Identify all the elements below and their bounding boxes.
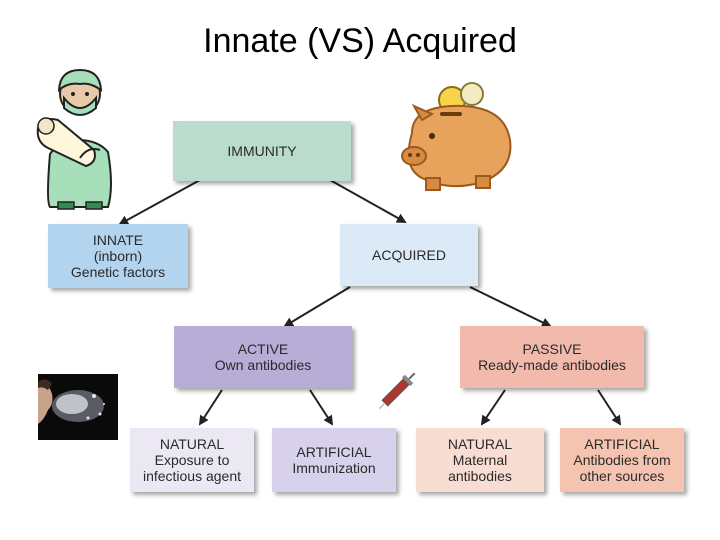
node-natural-passive-desc1: Maternal — [452, 452, 508, 468]
node-immunity-label: IMMUNITY — [227, 143, 297, 159]
node-artificial-active-desc: Immunization — [292, 460, 376, 476]
edge-immunity-acquired — [329, 179, 407, 223]
edge-acquired-active — [283, 286, 351, 328]
node-artificial-passive-desc2: other sources — [579, 468, 665, 484]
node-natural-active: NATURAL Exposure to infectious agent — [130, 428, 254, 492]
node-natural-active-desc2: infectious agent — [142, 468, 242, 484]
node-innate-label: INNATE — [92, 232, 144, 248]
slide-title: Innate (VS) Acquired — [203, 22, 517, 60]
edge-passive-artificial — [597, 389, 622, 426]
edge-passive-natural — [480, 389, 506, 426]
node-natural-active-label: NATURAL — [159, 436, 225, 452]
edge-active-artificial — [309, 389, 334, 426]
node-artificial-passive-label: ARTIFICIAL — [584, 436, 660, 452]
node-artificial-active-label: ARTIFICIAL — [296, 444, 372, 460]
node-natural-passive: NATURAL Maternal antibodies — [416, 428, 544, 492]
node-artificial-passive: ARTIFICIAL Antibodies from other sources — [560, 428, 684, 492]
node-passive-label: PASSIVE — [522, 341, 582, 357]
edge-acquired-passive — [469, 286, 552, 327]
node-acquired: ACQUIRED — [340, 224, 478, 286]
node-artificial-active: ARTIFICIAL Immunization — [272, 428, 396, 492]
node-acquired-label: ACQUIRED — [372, 247, 446, 263]
edge-active-natural — [198, 389, 223, 426]
node-natural-passive-desc2: antibodies — [448, 468, 512, 484]
nurse-holding-baby-icon — [36, 68, 112, 210]
node-innate-sub: (inborn) — [93, 248, 143, 264]
node-artificial-passive-desc1: Antibodies from — [573, 452, 671, 468]
node-immunity: IMMUNITY — [173, 121, 351, 181]
node-innate: INNATE (inborn) Genetic factors — [48, 224, 188, 288]
piggy-bank-icon — [401, 82, 512, 191]
node-natural-passive-label: NATURAL — [447, 436, 513, 452]
node-passive: PASSIVE Ready-made antibodies — [460, 326, 644, 388]
node-active: ACTIVE Own antibodies — [174, 326, 352, 388]
node-innate-desc: Genetic factors — [70, 264, 166, 280]
edge-immunity-innate — [118, 179, 201, 225]
syringe-icon — [378, 372, 416, 410]
node-active-label: ACTIVE — [237, 341, 289, 357]
node-natural-active-desc1: Exposure to — [154, 452, 230, 468]
node-active-desc: Own antibodies — [214, 357, 312, 373]
node-passive-desc: Ready-made antibodies — [478, 357, 626, 373]
sneeze-icon — [38, 374, 118, 440]
